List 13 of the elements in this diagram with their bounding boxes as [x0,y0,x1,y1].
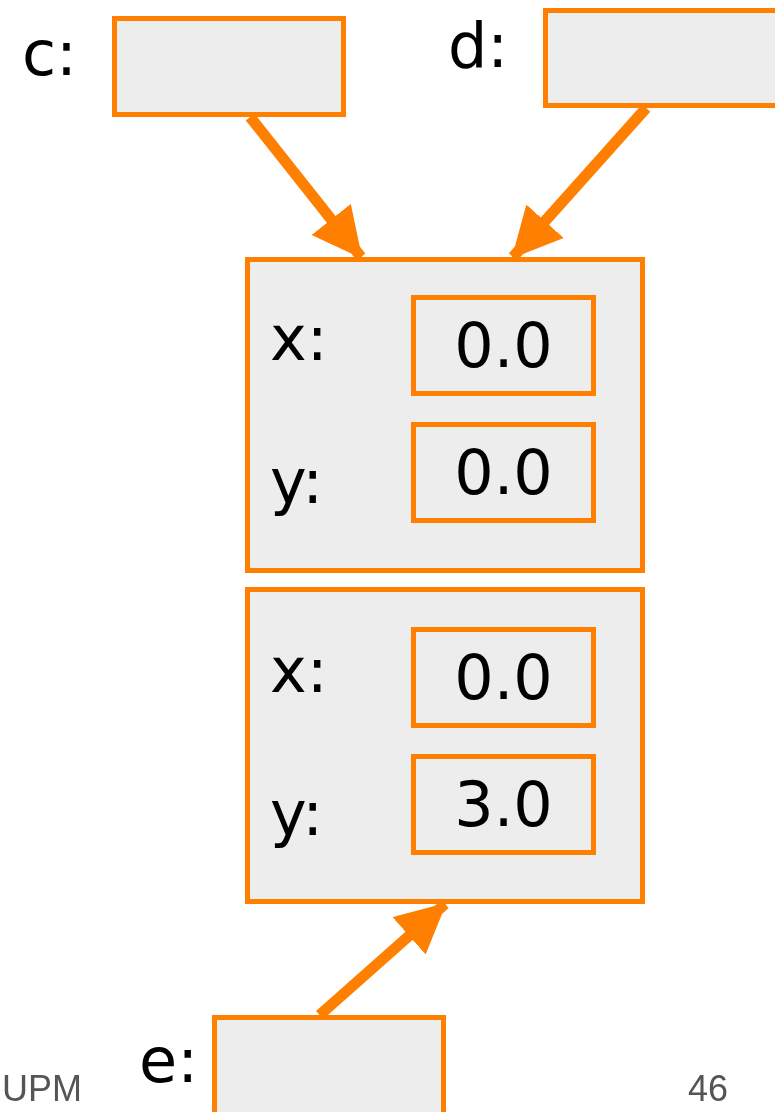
object-box [245,257,645,573]
variable-label: x: [270,640,328,702]
footer-text: UPM [2,1068,82,1110]
field-value: 0.0 [453,646,554,709]
variable-label: c: [22,23,77,85]
field-value: 0.0 [453,314,554,377]
variable-label: e: [139,1030,199,1092]
field-value: 0.0 [453,441,554,504]
page-number: 46 [688,1068,729,1110]
variable-label: x: [270,308,328,370]
variable-label: d: [448,15,509,77]
field-value: 3.0 [453,773,554,836]
object-box [245,587,645,904]
